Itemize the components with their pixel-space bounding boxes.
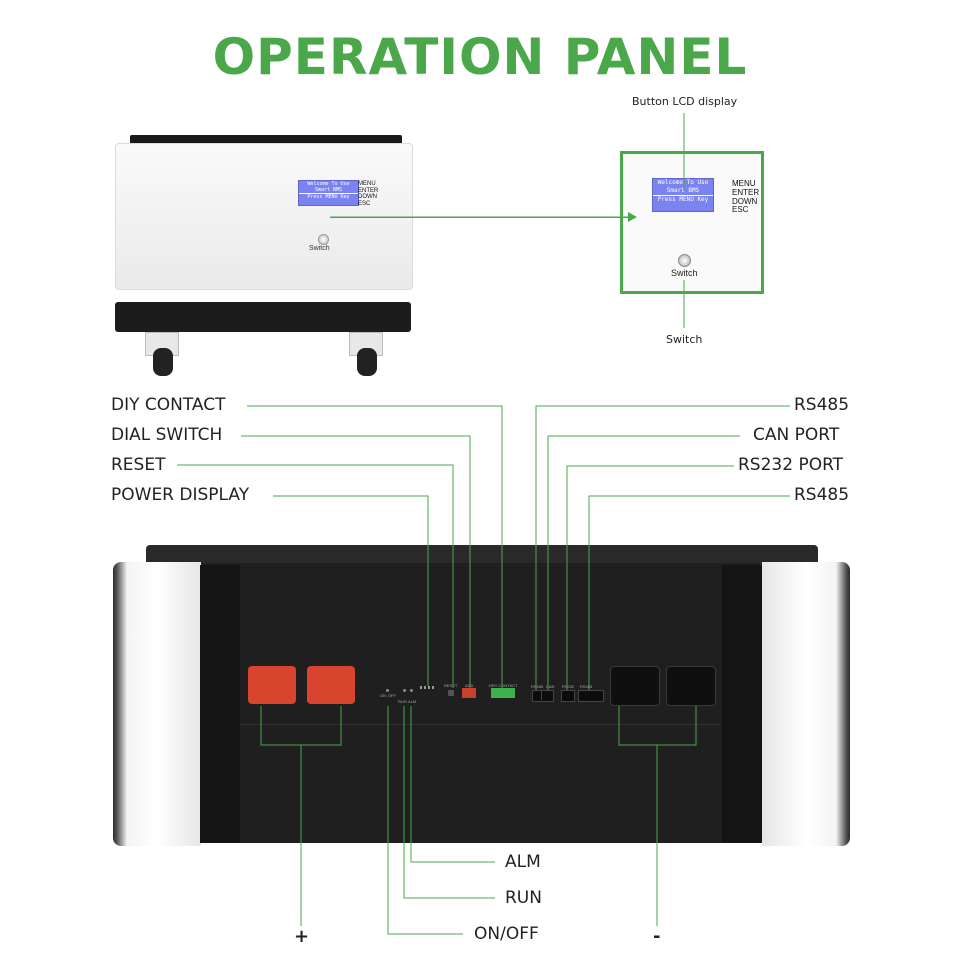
front-key-menu[interactable]: MENU bbox=[358, 181, 376, 187]
front-key-esc[interactable]: ESC bbox=[358, 200, 371, 207]
negative-bracket bbox=[618, 706, 697, 746]
silk-on: ON bbox=[380, 693, 386, 698]
front-lcd-line2: Smart BMS bbox=[314, 187, 343, 193]
silk-reset: RESET bbox=[444, 683, 458, 688]
negative-terminal-1[interactable] bbox=[610, 666, 660, 706]
right-handle-bracket bbox=[722, 565, 762, 843]
negative-terminal-2[interactable] bbox=[666, 666, 716, 706]
front-key-down[interactable]: DOWN bbox=[358, 194, 377, 201]
switch-callout-label: Switch bbox=[666, 333, 703, 346]
led-run bbox=[403, 689, 406, 692]
label-reset: RESET bbox=[111, 455, 166, 475]
label-on-off: ON/OFF bbox=[474, 924, 539, 944]
rs485-port-1[interactable] bbox=[532, 690, 554, 702]
rear-top-rim bbox=[146, 545, 818, 565]
caster-wheel-left bbox=[137, 332, 185, 378]
alm-leader bbox=[410, 706, 495, 863]
silk-alm: ALM bbox=[408, 699, 417, 704]
label-rs485-top: RS485 bbox=[794, 395, 850, 415]
on-off-leader bbox=[387, 706, 463, 935]
zoom-keypad: MENU ENTER DOWN ESC bbox=[732, 179, 760, 215]
label-alm: ALM bbox=[505, 852, 541, 872]
zoom-key-enter[interactable]: ENTER bbox=[732, 187, 760, 197]
zoom-arrow-head bbox=[628, 212, 637, 222]
rs485-bottom-leader bbox=[588, 495, 790, 690]
zoom-key-down[interactable]: DOWN bbox=[732, 196, 758, 206]
rs485-port-2[interactable] bbox=[578, 690, 604, 702]
front-keypad: MENU ENTER DOWN ESC bbox=[358, 181, 378, 207]
led-alm bbox=[386, 689, 389, 692]
silk-rs485-2: RS485 bbox=[580, 684, 593, 689]
positive-bracket bbox=[260, 706, 342, 746]
rear-panel-seam bbox=[240, 724, 720, 725]
reset-button[interactable] bbox=[448, 690, 454, 696]
label-rs485-bottom: RS485 bbox=[794, 485, 850, 505]
zoom-switch-label: Switch bbox=[671, 268, 698, 278]
dial-switch-leader bbox=[241, 435, 471, 688]
reset-leader bbox=[177, 464, 454, 688]
label-rs232-port: RS232 PORT bbox=[738, 455, 844, 475]
zoom-panel-frame bbox=[620, 151, 764, 294]
silk-run: RUN bbox=[398, 699, 407, 704]
page-title: OPERATION PANEL bbox=[212, 28, 748, 86]
positive-terminal-1[interactable] bbox=[248, 666, 296, 704]
rs232-leader bbox=[566, 465, 734, 690]
zoom-lcd-line2: Smart BMS bbox=[666, 187, 700, 194]
caster-wheel-right bbox=[341, 332, 389, 378]
front-unit-lid bbox=[130, 135, 402, 145]
front-unit: Welcome To Use Smart BMS Press MENU Key … bbox=[115, 130, 415, 380]
label-run: RUN bbox=[505, 888, 542, 908]
dial-switch[interactable] bbox=[462, 688, 476, 698]
label-power-display: POWER DISPLAY bbox=[111, 485, 250, 505]
can-port-leader bbox=[547, 435, 740, 690]
positive-terminal-2[interactable] bbox=[307, 666, 355, 704]
left-handle bbox=[113, 562, 201, 846]
run-leader bbox=[403, 706, 495, 899]
front-key-enter[interactable]: ENTER bbox=[358, 187, 379, 194]
power-display-leds bbox=[420, 686, 436, 689]
front-switch-label: Switch bbox=[309, 245, 330, 252]
silk-rs485-1: RS485 bbox=[531, 684, 544, 689]
rs232-port[interactable] bbox=[561, 690, 575, 702]
silk-rs232: RS232 bbox=[562, 684, 575, 689]
left-handle-bracket bbox=[200, 565, 240, 843]
diy-contact-leader bbox=[247, 405, 503, 688]
silk-off: OFF bbox=[388, 693, 396, 698]
led-on-off bbox=[410, 689, 413, 692]
silk-can: CAN bbox=[546, 684, 555, 689]
label-dial-switch: DIAL SWITCH bbox=[111, 425, 223, 445]
zoom-switch-button[interactable] bbox=[678, 254, 691, 267]
silk-dry-contact: DRY CONTACT bbox=[489, 683, 518, 688]
power-display-leader bbox=[273, 495, 429, 686]
label-can-port: CAN PORT bbox=[753, 425, 840, 445]
silk-add: ADD bbox=[465, 683, 474, 688]
zoom-key-esc[interactable]: ESC bbox=[732, 205, 749, 215]
front-switch-button[interactable] bbox=[318, 234, 329, 245]
right-handle bbox=[762, 562, 850, 846]
zoom-lcd-line1: Welcome To Use bbox=[657, 179, 709, 186]
zoom-key-menu[interactable]: MENU bbox=[732, 179, 756, 188]
front-lcd-line3: Press MENU Key bbox=[299, 193, 358, 200]
zoom-lcd-line3: Press MENU Key bbox=[653, 195, 713, 204]
rs485-top-leader bbox=[535, 405, 790, 690]
negative-sign: - bbox=[653, 926, 661, 947]
zoom-lcd-screen: Welcome To Use Smart BMS Press MENU Key bbox=[652, 178, 714, 212]
positive-sign: + bbox=[294, 926, 310, 947]
front-lcd-line1: Welcome To Use bbox=[307, 181, 350, 187]
button-lcd-display-label: Button LCD display bbox=[632, 95, 738, 108]
diy-contact-connector[interactable] bbox=[491, 688, 515, 698]
can-port[interactable] bbox=[541, 690, 542, 700]
front-lcd-screen: Welcome To Use Smart BMS Press MENU Key bbox=[298, 180, 359, 206]
label-diy-contact: DIY CONTACT bbox=[111, 395, 226, 415]
front-unit-base bbox=[115, 302, 411, 332]
